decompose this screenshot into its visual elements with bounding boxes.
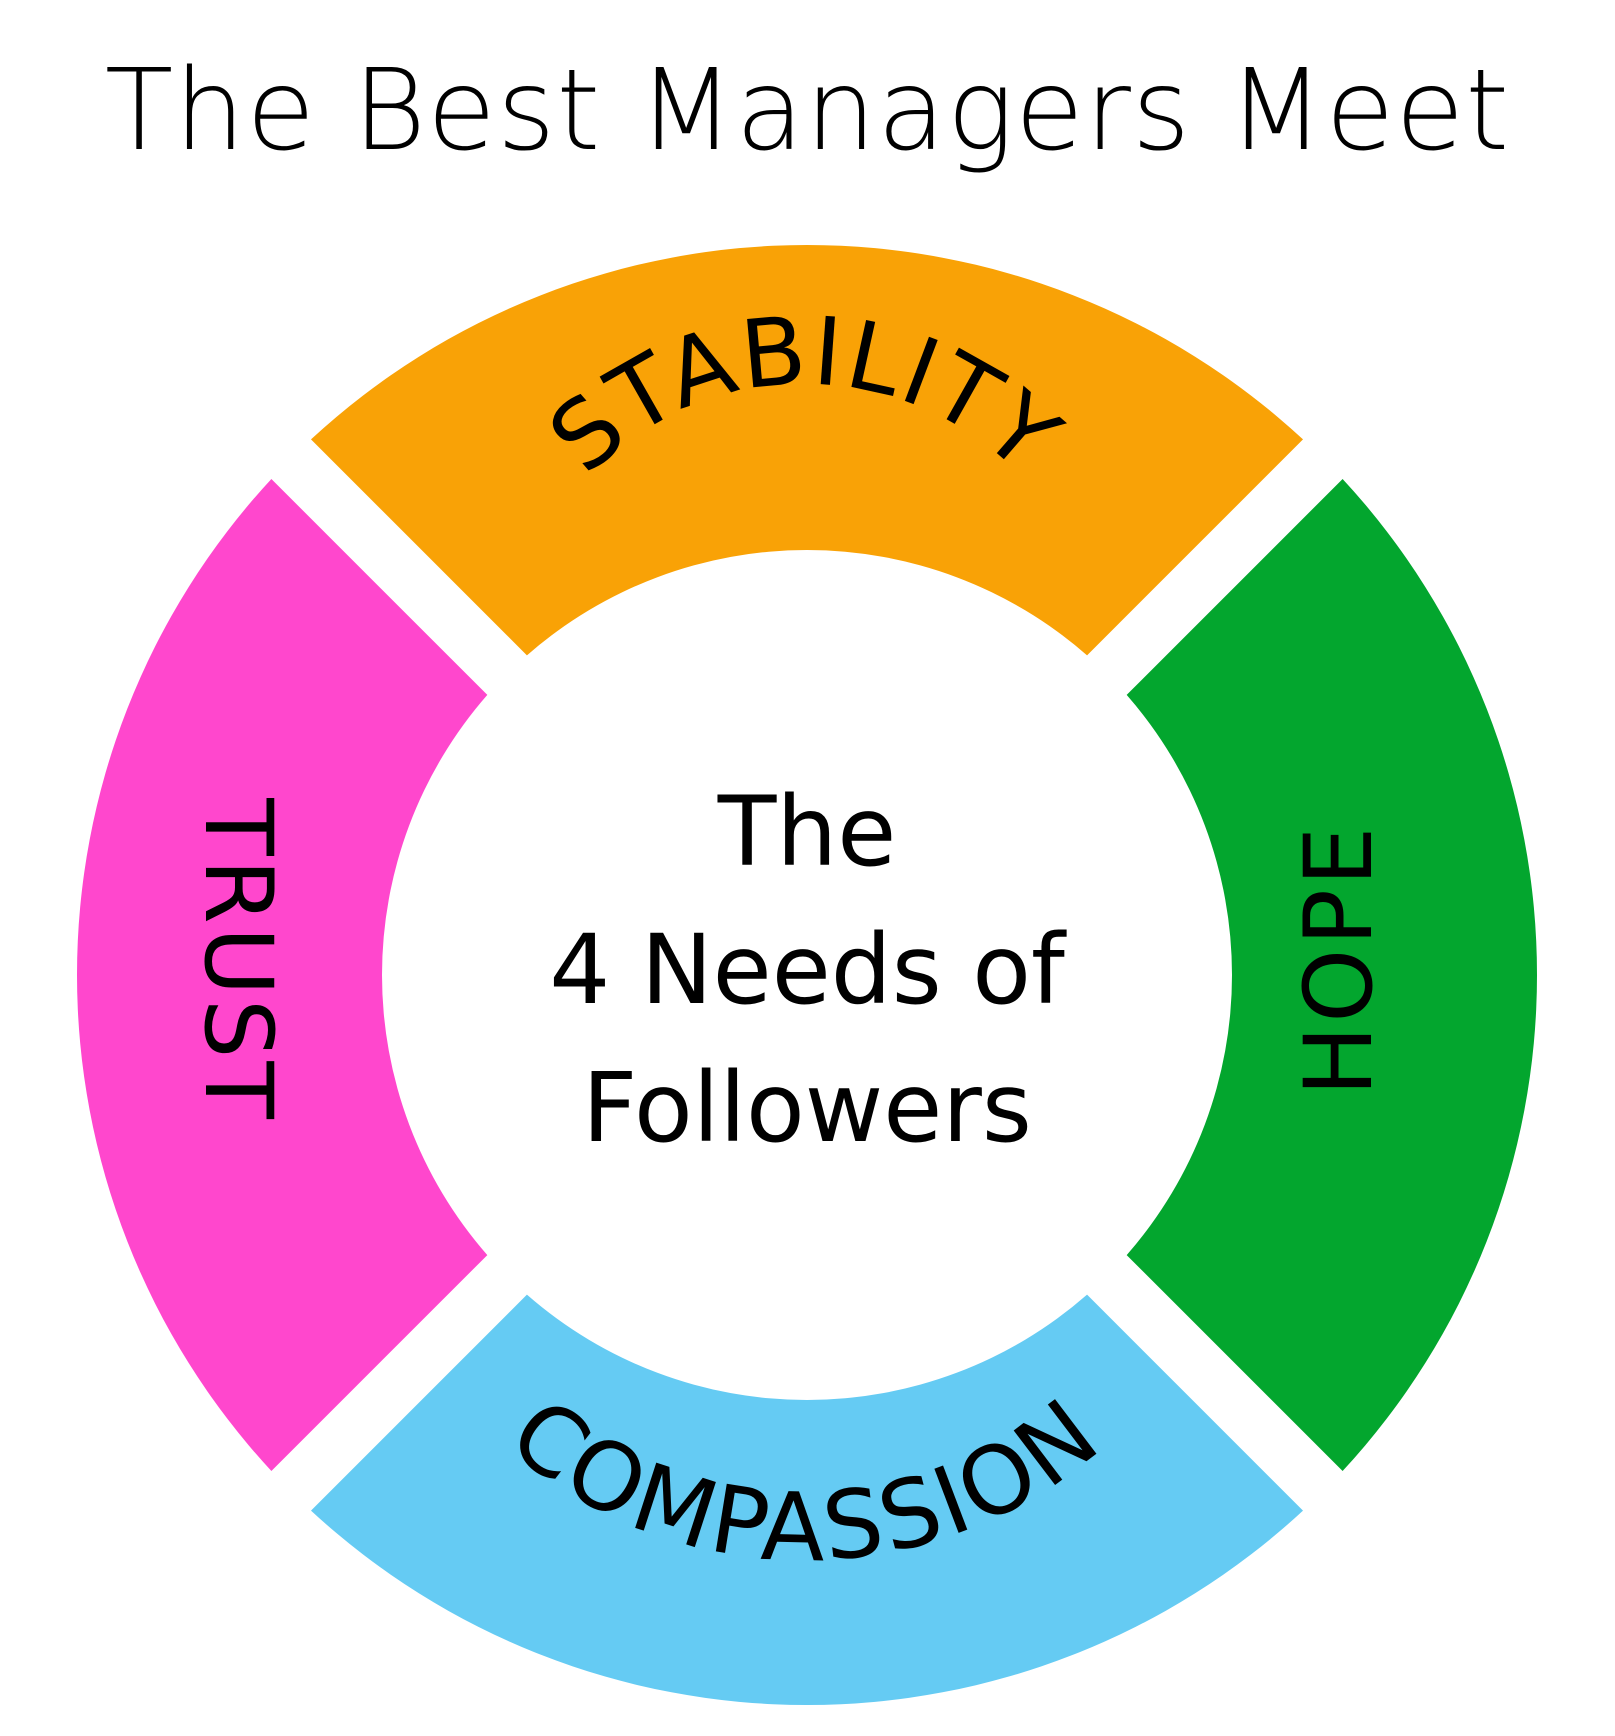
center-line-3: Followers — [582, 1052, 1032, 1164]
stability-segment — [310, 244, 1304, 656]
compassion-segment — [310, 1294, 1304, 1705]
page-title: The Best Managers Meet — [104, 46, 1511, 176]
trust-label: TRUST — [183, 797, 292, 1122]
center-line-1: The — [717, 776, 897, 888]
center-line-2: 4 Needs of — [549, 914, 1067, 1026]
hope-label: HOPE — [1285, 824, 1394, 1097]
trust-segment — [76, 478, 488, 1472]
hope-segment — [1126, 478, 1537, 1472]
